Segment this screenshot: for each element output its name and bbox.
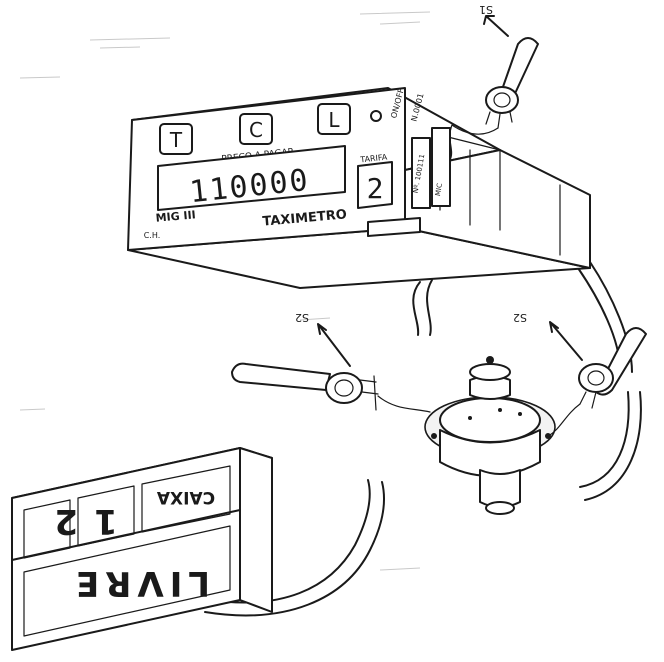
- tariff-label: TARIFA: [359, 153, 388, 165]
- seal-s2-right: S2: [513, 311, 647, 437]
- power-switch[interactable]: [370, 110, 382, 122]
- button-t-label: T: [169, 128, 183, 152]
- pulse-sensor: [424, 356, 556, 515]
- button-l[interactable]: L: [317, 103, 351, 135]
- tariff-window: [357, 161, 393, 209]
- s2-right-arrow: [549, 321, 583, 361]
- callout-s2-left: S2: [295, 311, 309, 324]
- side-plate-right: [431, 127, 451, 207]
- callout-s1: S1: [479, 3, 493, 16]
- taximeter-name: TAXIMETRO: [262, 207, 348, 229]
- roof-sign-brand: CAIXA: [156, 487, 215, 507]
- inmetro-mark: MIC: [434, 182, 444, 196]
- callout-s2-right: S2: [513, 311, 527, 324]
- roof-sign: LIVRE 12 CAIXA: [11, 447, 273, 651]
- bottom-slot: [367, 217, 421, 237]
- scan-artifacts: [19, 11, 431, 571]
- taximeter-unit: T C L PRECO A PAGAR 110000 2 TARIFA TAXI…: [127, 87, 591, 289]
- sensor-top: [439, 397, 541, 443]
- roof-sign-tariff: 12: [38, 501, 117, 541]
- s2-left-arrow: [317, 323, 351, 367]
- roof-sign-side: [239, 447, 273, 613]
- maker-mark: C.H.: [144, 231, 161, 240]
- side-plate-left: [411, 137, 431, 209]
- fare-display-frame: [157, 145, 346, 211]
- roof-sign-status: LIVRE: [70, 563, 210, 603]
- tariff-digit: 2: [367, 172, 384, 205]
- button-t[interactable]: T: [159, 123, 193, 155]
- seal-s1: S1: [449, 3, 539, 161]
- button-c[interactable]: C: [239, 113, 273, 145]
- model-label: MIG III: [155, 208, 196, 224]
- button-c-label: C: [249, 118, 263, 142]
- button-l-label: L: [328, 108, 340, 132]
- seal-s2-left: S2: [231, 311, 431, 413]
- s1-arrow: [483, 15, 509, 37]
